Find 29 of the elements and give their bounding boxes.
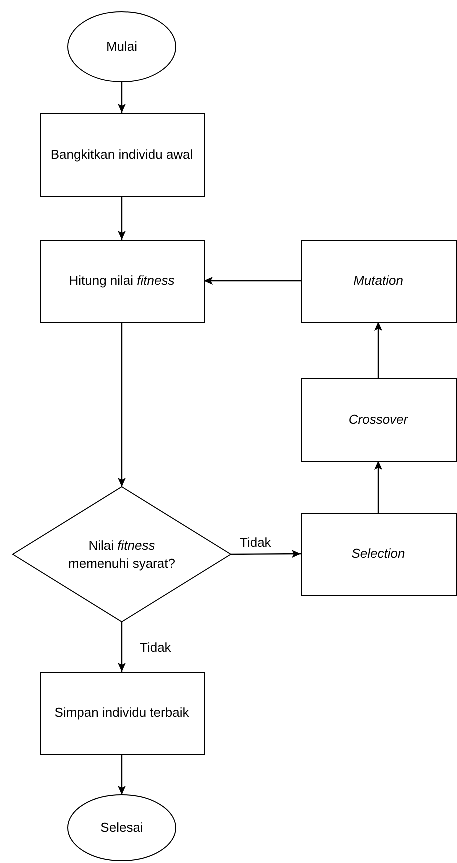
decision-diamond [12,486,232,623]
process-box [40,672,205,755]
process-box [40,240,205,323]
arrow [118,322,126,487]
arrow [204,277,301,285]
node-text: Crossover [348,410,408,428]
node-text: Simpan individu terbaik [54,704,190,722]
arrow [118,622,126,672]
process-box [301,513,457,596]
arrow [374,322,382,378]
terminal-ellipse [68,794,176,862]
node-text: Mutation [354,272,404,290]
node-text: Selesai [100,819,144,837]
arrow [231,550,301,558]
process-box [40,113,205,197]
edge-label: Tidak [239,536,272,549]
node-text: Bangkitkan individu awal [50,146,194,164]
node-text: Selection [352,545,406,563]
node-text: Hitung nilai fitness [69,272,175,290]
node-text: Mulai [106,38,138,56]
process-box [301,378,457,462]
arrow [118,196,126,240]
edge-label: Tidak [139,641,172,654]
process-box [301,240,457,323]
arrow [374,461,382,513]
arrow [118,754,126,795]
node-text: Nilai fitness memenuhi syarat? [68,536,176,572]
terminal-ellipse [68,12,176,82]
arrow [118,82,126,113]
